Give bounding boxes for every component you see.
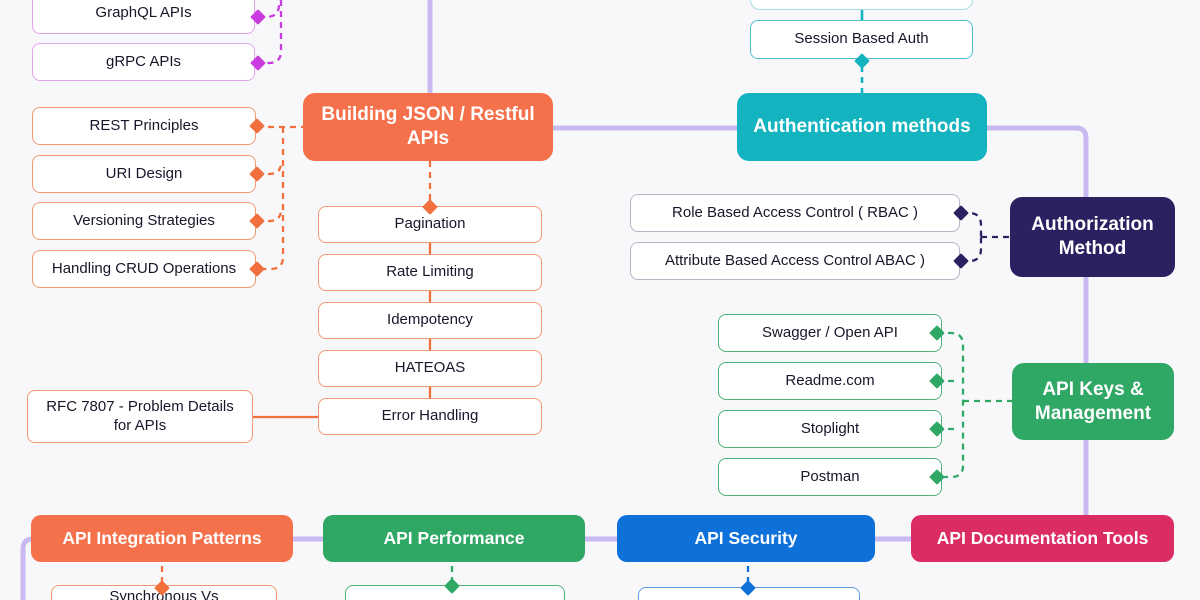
node-hateoas: HATEOAS <box>318 350 542 387</box>
node-api-security: API Security <box>617 515 875 562</box>
connector-uri-design <box>257 162 283 176</box>
node-auth-item-cropped <box>750 0 973 10</box>
node-api-keys-management: API Keys & Management <box>1012 363 1174 440</box>
node-session-based-auth: Session Based Auth <box>750 20 973 59</box>
node-postman: Postman <box>718 458 942 496</box>
node-error-handling: Error Handling <box>318 398 542 435</box>
node-rest-principles: REST Principles <box>32 107 256 145</box>
node-api-documentation-tools: API Documentation Tools <box>911 515 1174 562</box>
node-stoplight: Stoplight <box>718 410 942 448</box>
node-idempotency: Idempotency <box>318 302 542 339</box>
connector-crud <box>258 127 285 271</box>
node-rbac: Role Based Access Control ( RBAC ) <box>630 194 960 232</box>
node-authentication-methods: Authentication methods <box>737 93 987 161</box>
node-handling-crud: Handling CRUD Operations <box>32 250 256 288</box>
node-rfc7807: RFC 7807 - Problem Details for APIs <box>27 390 253 443</box>
connector-versioning <box>257 209 283 223</box>
node-api-integration-patterns: API Integration Patterns <box>31 515 293 562</box>
node-api-performance: API Performance <box>323 515 585 562</box>
node-abac: Attribute Based Access Control ABAC ) <box>630 242 960 280</box>
connector-abac <box>961 237 983 263</box>
node-graphql-apis: GraphQL APIs <box>32 0 255 34</box>
node-swagger-openapi: Swagger / Open API <box>718 314 942 352</box>
node-versioning-strategies: Versioning Strategies <box>32 202 256 240</box>
connector-rbac <box>961 211 983 237</box>
node-authorization-method: Authorization Method <box>1010 197 1175 277</box>
connector-grpc <box>258 0 283 65</box>
node-readme-com: Readme.com <box>718 362 942 400</box>
connector-swagger-postman-rail <box>937 331 965 479</box>
node-building-json-restful-apis: Building JSON / Restful APIs <box>303 93 553 161</box>
trunk-building-to-right-column <box>553 125 1089 540</box>
node-uri-design: URI Design <box>32 155 256 193</box>
node-grpc-apis: gRPC APIs <box>32 43 255 81</box>
node-rate-limiting: Rate Limiting <box>318 254 542 291</box>
